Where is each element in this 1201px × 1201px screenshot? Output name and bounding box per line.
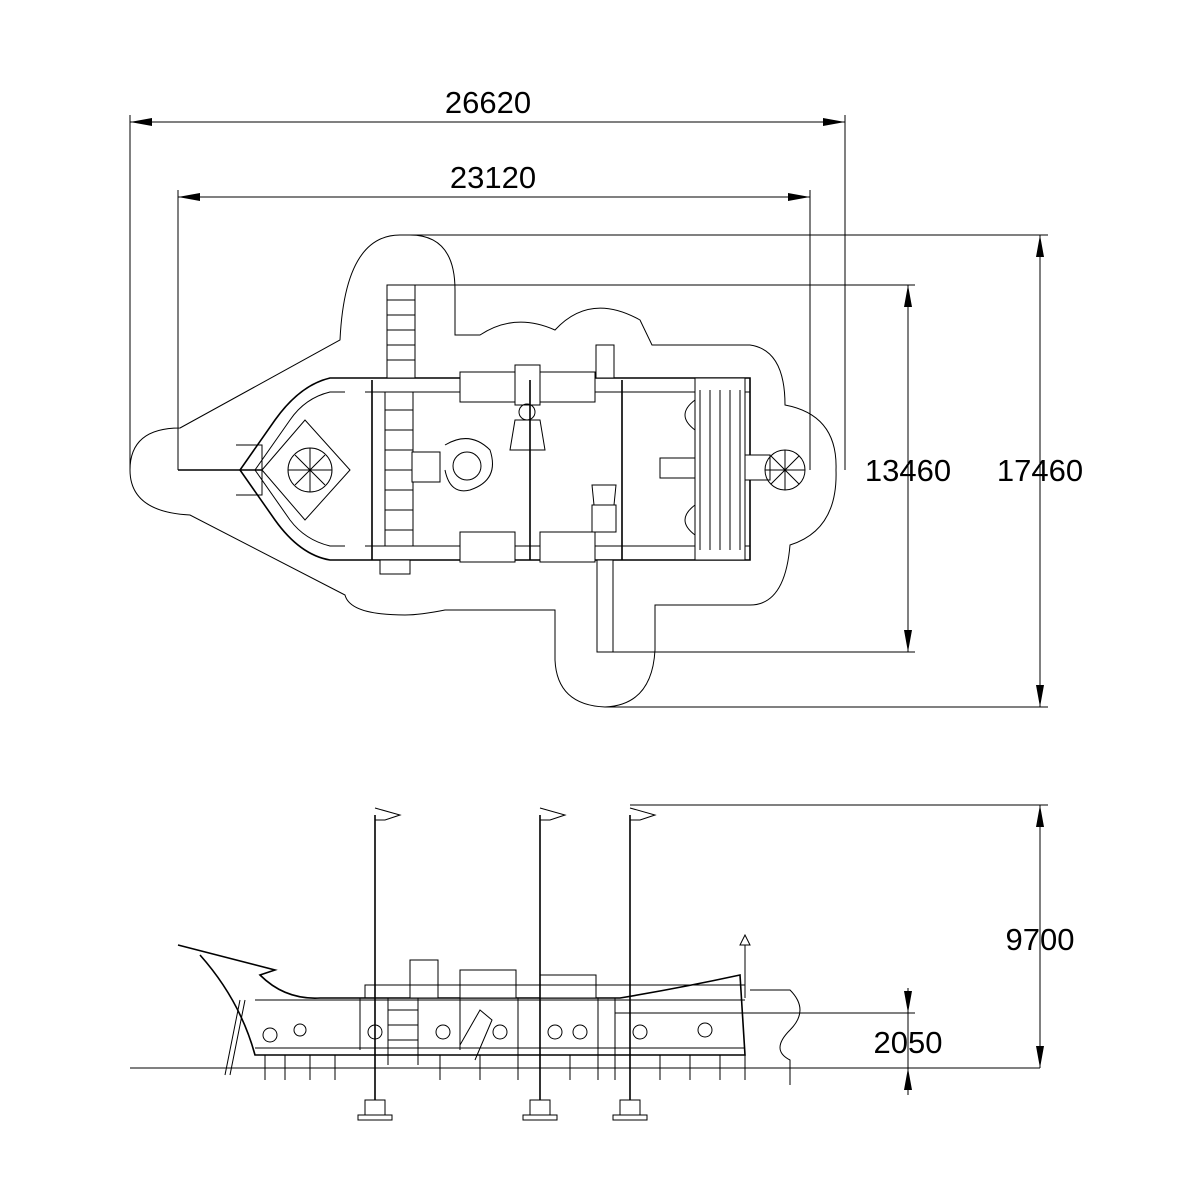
ship-plan [178,284,806,653]
dimension-total-height: 9700 [630,804,1075,1068]
dimension-platform-height: 2050 [615,988,942,1095]
dim-label-9700: 9700 [1006,922,1075,957]
dim-label-2050: 2050 [874,1025,943,1060]
mast-1 [357,807,402,1121]
dimension-structure-width: 13460 [415,284,951,653]
dim-label-13460: 13460 [865,453,951,488]
plan-view: 26620 23120 13460 17460 [129,85,1083,708]
dimension-overall-width: 17460 [410,234,1083,708]
mast-2 [522,807,567,1121]
dim-label-23120: 23120 [450,160,536,195]
mast-3 [612,807,657,1121]
dimension-overall-length: 26620 [129,85,846,470]
safety-zone-outline [129,234,837,708]
dim-label-17460: 17460 [997,453,1083,488]
elevation-view: 9700 2050 [130,804,1075,1121]
dimension-structure-length: 23120 [177,160,811,470]
support-posts [264,1055,746,1080]
dim-label-26620: 26620 [445,85,531,120]
ship-elevation [177,807,801,1121]
